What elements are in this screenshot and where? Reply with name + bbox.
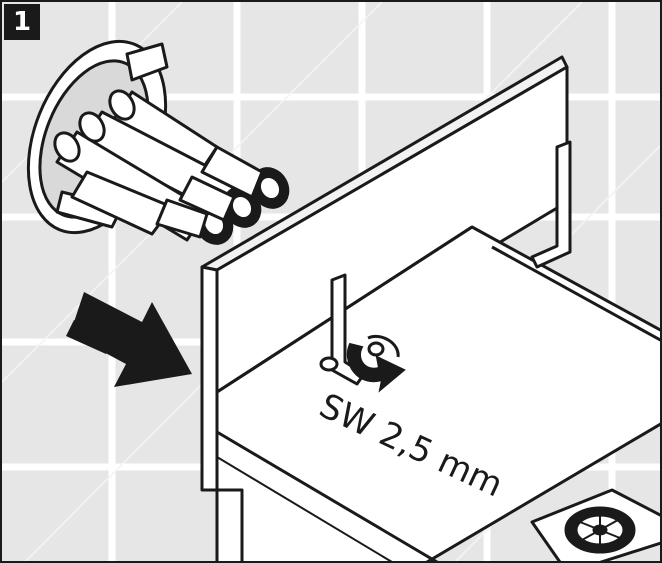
- spout-plate-icon: [200, 55, 660, 561]
- allen-key-icon: [530, 140, 572, 269]
- rotation-arrow-icon: [346, 335, 406, 393]
- push-direction-arrow-icon: [66, 292, 192, 387]
- drain-grate-icon: [530, 488, 660, 561]
- step-number-badge: 1: [4, 4, 40, 40]
- wall-bracket-with-connectors-icon: [26, 39, 290, 245]
